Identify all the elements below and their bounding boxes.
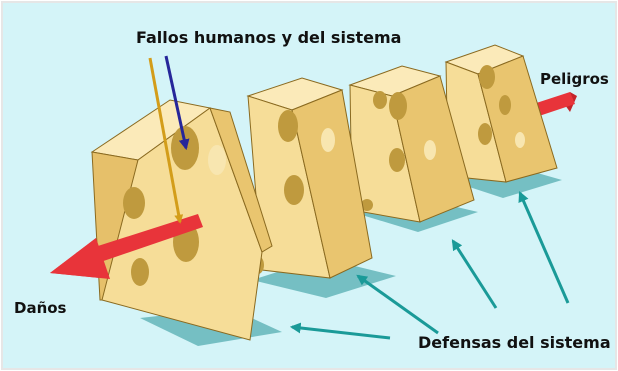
defense-pointer-1 xyxy=(289,322,391,340)
defense-pointer-2 xyxy=(356,274,439,335)
cheese-slice-2 xyxy=(246,77,396,298)
hazards-label: Peligros xyxy=(540,70,609,88)
human-failure-pointer-gold xyxy=(148,57,184,224)
harm-label: Daños xyxy=(14,299,67,317)
defense-pointer-4 xyxy=(518,191,570,304)
cheese-slice-3 xyxy=(348,65,478,232)
trajectory-arrow-front xyxy=(50,214,203,279)
system-failure-pointer-blue xyxy=(164,55,190,151)
failures-label: Fallos humanos y del sistema xyxy=(136,28,402,47)
defense-pointer-3 xyxy=(451,239,498,309)
defenses-label: Defensas del sistema xyxy=(418,333,611,352)
